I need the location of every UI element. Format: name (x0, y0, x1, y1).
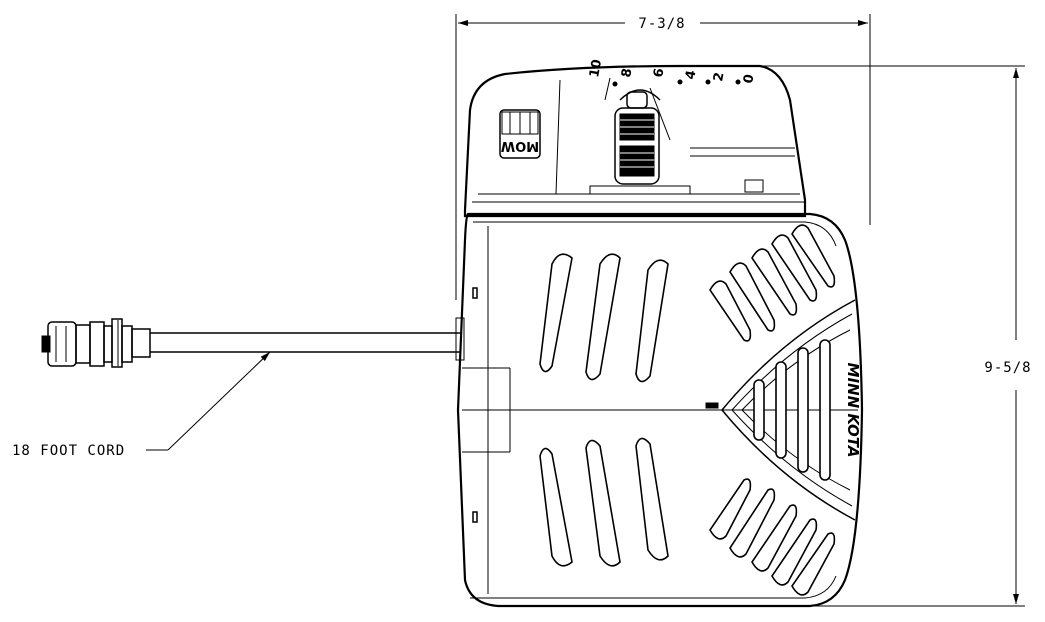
chevron-face (705, 299, 856, 521)
main-housing (456, 212, 864, 608)
callout-leader-diagonal (167, 351, 271, 451)
power-cord (41, 318, 460, 368)
mow-logo: MOW (499, 109, 541, 159)
cord-label: 18 FOOT CORD (12, 443, 125, 459)
mow-logo-text: MOW (501, 138, 539, 153)
dial-scale: 10 8 6 4 2 0 (587, 58, 758, 87)
lower-vent-slots (539, 437, 836, 596)
cord-plug (41, 318, 151, 368)
height-dimension: 9-5/8 (715, 65, 1031, 607)
dial-number-8: 8 (619, 67, 635, 79)
dial-number-2: 2 (711, 71, 727, 83)
cord-callout: 18 FOOT CORD (12, 351, 271, 459)
dial-number-10: 10 (587, 58, 605, 78)
upper-vent-slots (539, 224, 836, 383)
top-cap (463, 64, 807, 218)
dial-number-4: 4 (683, 69, 699, 81)
inner-vent-slots (753, 339, 831, 481)
dial-number-6: 6 (651, 67, 667, 79)
dial-number-0: 0 (741, 73, 757, 85)
brand-text: MINN KOTA (844, 363, 862, 458)
width-label: 7-3/8 (638, 16, 685, 32)
height-label: 9-5/8 (984, 360, 1031, 376)
width-dimension: 7-3/8 (455, 14, 871, 300)
device-body: MOW 10 8 6 4 2 0 (455, 58, 864, 608)
adjustment-knob (604, 77, 671, 185)
